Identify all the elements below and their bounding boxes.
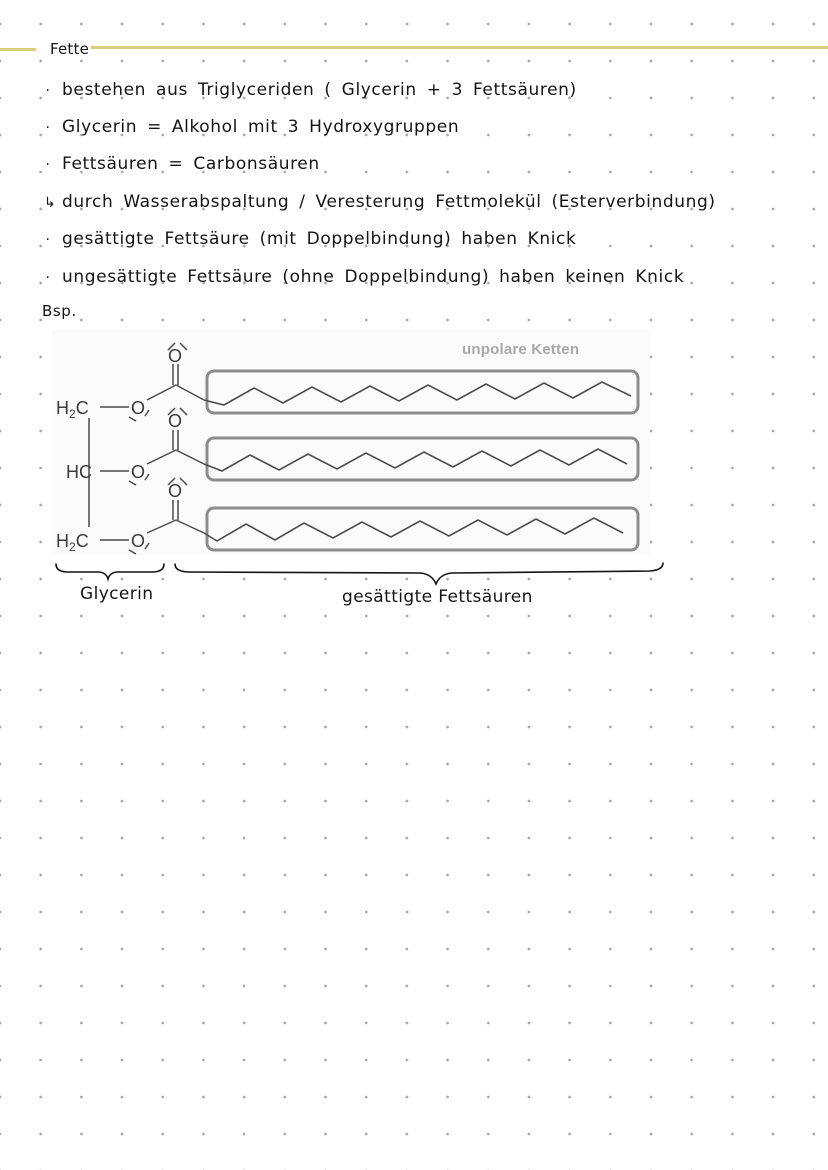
note-text: gesättigte Fettsäure (mit Doppelbindung)… (62, 229, 577, 249)
bullet-dot: · (45, 157, 51, 173)
title-rule-left (0, 48, 36, 51)
title-rule-right (86, 46, 828, 49)
note-line-1: · bestehen aus Triglyceriden ( Glycerin … (44, 80, 577, 100)
svg-text:O: O (131, 462, 145, 482)
note-text: durch Wasserabspaltung / Veresterung Fet… (62, 192, 716, 212)
svg-text:O: O (168, 346, 182, 366)
note-line-4: ↳ durch Wasserabspaltung / Veresterung F… (44, 192, 716, 212)
note-text: Fettsäuren = Carbonsäuren (62, 154, 320, 174)
note-line-example: Bsp. (42, 302, 77, 320)
svg-text:HC: HC (66, 462, 92, 482)
note-text: bestehen aus Triglyceriden ( Glycerin + … (62, 80, 577, 100)
bullet-dot: · (45, 83, 51, 99)
note-line-3: · Fettsäuren = Carbonsäuren (44, 154, 320, 174)
fatty-acids-brace-label: gesättigte Fettsäuren (342, 587, 533, 607)
curly-braces-icon (55, 562, 664, 587)
svg-text:O: O (168, 411, 182, 431)
triglyceride-diagram: H2C HC H2C O O O O O O unpolare Ketten (52, 330, 650, 555)
svg-text:O: O (131, 531, 145, 551)
glycerin-brace-label: Glycerin (80, 584, 154, 604)
svg-text:O: O (131, 398, 145, 418)
page-title: Fette (48, 40, 92, 58)
svg-text:H2C: H2C (56, 398, 89, 421)
note-line-5: · gesättigte Fettsäure (mit Doppelbindun… (44, 229, 576, 249)
note-text: Glycerin = Alkohol mit 3 Hydroxygruppen (62, 117, 460, 137)
note-text: Bsp. (42, 302, 77, 320)
note-line-6: · ungesättigte Fettsäure (ohne Doppelbin… (44, 267, 684, 287)
note-text: ungesättigte Fettsäure (ohne Doppelbindu… (62, 267, 685, 287)
bullet-dot: · (45, 270, 51, 286)
svg-text:O: O (168, 481, 182, 501)
arrow-return-icon: ↳ (44, 195, 57, 211)
chain-label: unpolare Ketten (462, 341, 580, 358)
note-line-2: · Glycerin = Alkohol mit 3 Hydroxygruppe… (44, 117, 459, 137)
triglyceride-structure-icon: H2C HC H2C O O O O O O (56, 342, 640, 555)
bullet-dot: · (45, 120, 51, 136)
svg-text:H2C: H2C (56, 531, 89, 554)
bullet-dot: · (45, 232, 51, 248)
